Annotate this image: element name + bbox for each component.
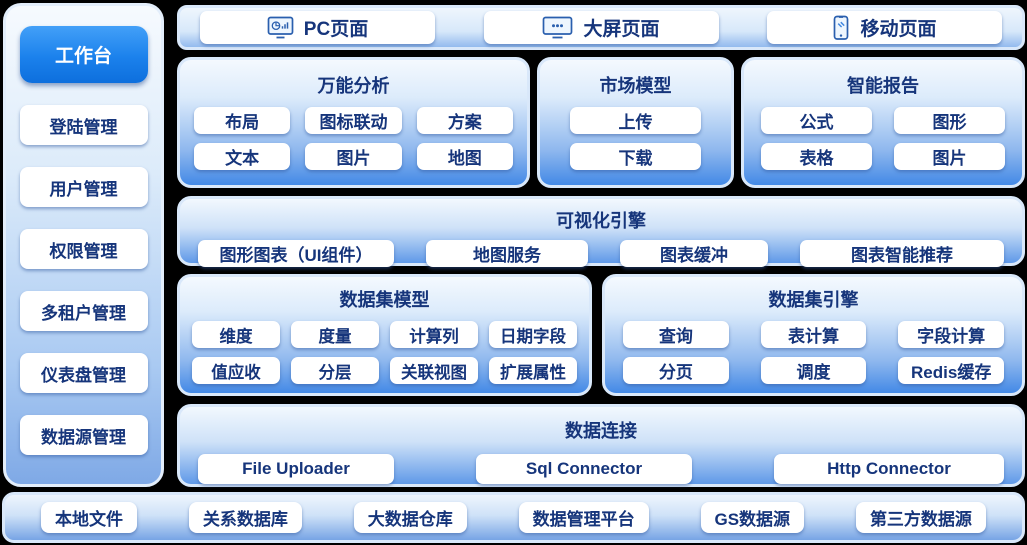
sidebar: 工作台 登陆管理 用户管理 权限管理 多租户管理 仪表盘管理 数据源管理: [3, 3, 164, 487]
image-button[interactable]: 图片: [305, 143, 402, 170]
sql-connector-button[interactable]: Sql Connector: [476, 454, 692, 484]
download-button[interactable]: 下载: [570, 143, 701, 170]
field-calc-button[interactable]: 字段计算: [898, 321, 1005, 348]
sidebar-item-dashboard-management[interactable]: 仪表盘管理: [19, 353, 148, 393]
dimension-button[interactable]: 维度: [192, 321, 280, 348]
big-data-warehouse-button[interactable]: 大数据仓库: [353, 502, 467, 533]
relational-db-button[interactable]: 关系数据库: [188, 502, 302, 533]
smart-report-panel: 智能报告 公式 图形 表格 图片: [741, 57, 1025, 188]
map-button[interactable]: 地图: [416, 143, 513, 170]
sidebar-item-multitenant-management[interactable]: 多租户管理: [19, 291, 148, 331]
scheme-button[interactable]: 方案: [416, 107, 513, 134]
pagination-button[interactable]: 分页: [623, 357, 729, 384]
local-file-button[interactable]: 本地文件: [41, 502, 137, 533]
sidebar-item-user-management[interactable]: 用户管理: [19, 167, 148, 207]
sidebar-item-workbench[interactable]: 工作台: [19, 26, 148, 83]
universal-analysis-panel: 万能分析 布局 图标联动 方案 文本 图片 地图: [177, 57, 530, 188]
value-receive-button[interactable]: 值应收: [192, 357, 280, 384]
chart-buffer-button[interactable]: 图表缓冲: [620, 240, 768, 267]
data-connection-title: 数据连接: [565, 421, 637, 441]
sidebar-item-login-management[interactable]: 登陆管理: [19, 105, 148, 145]
pc-page-button[interactable]: PC页面: [200, 11, 435, 44]
bigscreen-monitor-dots-icon: [542, 16, 573, 39]
table-calc-button[interactable]: 表计算: [760, 321, 867, 348]
date-field-button[interactable]: 日期字段: [489, 321, 577, 348]
visualization-engine-panel: 可视化引擎 图形图表（UI组件） 地图服务 图表缓冲 图表智能推荐: [177, 196, 1025, 267]
layout-button[interactable]: 布局: [194, 107, 291, 134]
bigscreen-page-label: 大屏页面: [583, 19, 660, 40]
dataset-model-panel: 数据集模型 维度 度量 计算列 日期字段 值应收 分层 关联视图 扩展属性: [177, 274, 592, 396]
thirdparty-datasource-button[interactable]: 第三方数据源: [855, 502, 986, 533]
chart-ui-components-button[interactable]: 图形图表（UI组件）: [198, 240, 394, 267]
text-button[interactable]: 文本: [194, 143, 291, 170]
graphic-button[interactable]: 图形: [894, 107, 1005, 134]
sidebar-item-permission-management[interactable]: 权限管理: [19, 229, 148, 269]
data-connection-panel: 数据连接 File Uploader Sql Connector Http Co…: [177, 404, 1025, 487]
extended-attr-button[interactable]: 扩展属性: [489, 357, 577, 384]
sidebar-item-datasource-management[interactable]: 数据源管理: [19, 415, 148, 455]
measure-button[interactable]: 度量: [291, 321, 379, 348]
http-connector-button[interactable]: Http Connector: [774, 454, 1004, 484]
redis-cache-button[interactable]: Redis缓存: [898, 357, 1005, 384]
scheduling-button[interactable]: 调度: [760, 357, 867, 384]
chart-smart-recommend-button[interactable]: 图表智能推荐: [800, 240, 1004, 267]
market-model-panel: 市场模型 上传 下载: [537, 57, 734, 188]
linked-view-button[interactable]: 关联视图: [390, 357, 478, 384]
mobile-page-label: 移动页面: [860, 19, 937, 40]
bigscreen-page-button[interactable]: 大屏页面: [483, 11, 719, 44]
query-button[interactable]: 查询: [623, 321, 729, 348]
market-model-title: 市场模型: [599, 76, 672, 96]
smart-report-title: 智能报告: [847, 76, 919, 96]
dataset-model-title: 数据集模型: [339, 290, 430, 310]
visualization-engine-title: 可视化引擎: [556, 211, 646, 231]
pc-page-label: PC页面: [303, 19, 369, 40]
mobile-page-button[interactable]: 移动页面: [767, 11, 1002, 44]
dataset-engine-panel: 数据集引擎 查询 表计算 字段计算 分页 调度 Redis缓存: [602, 274, 1025, 396]
data-management-platform-button[interactable]: 数据管理平台: [518, 502, 649, 533]
dataset-engine-title: 数据集引擎: [768, 290, 859, 310]
mobile-phone-icon: [832, 15, 850, 41]
picture-button[interactable]: 图片: [894, 143, 1005, 170]
data-source-bar: 本地文件 关系数据库 大数据仓库 数据管理平台 GS数据源 第三方数据源: [2, 492, 1025, 543]
pc-monitor-chart-icon: [267, 16, 294, 39]
gs-datasource-button[interactable]: GS数据源: [700, 502, 805, 533]
file-uploader-button[interactable]: File Uploader: [198, 454, 394, 484]
upload-button[interactable]: 上传: [570, 107, 701, 134]
icon-linkage-button[interactable]: 图标联动: [305, 107, 402, 134]
map-service-button[interactable]: 地图服务: [426, 240, 588, 267]
page-type-bar: PC页面 大屏页面 移动页面: [177, 5, 1025, 50]
formula-button[interactable]: 公式: [761, 107, 872, 134]
hierarchy-button[interactable]: 分层: [291, 357, 379, 384]
calc-column-button[interactable]: 计算列: [390, 321, 478, 348]
universal-analysis-title: 万能分析: [317, 76, 390, 96]
table-button[interactable]: 表格: [761, 143, 872, 170]
